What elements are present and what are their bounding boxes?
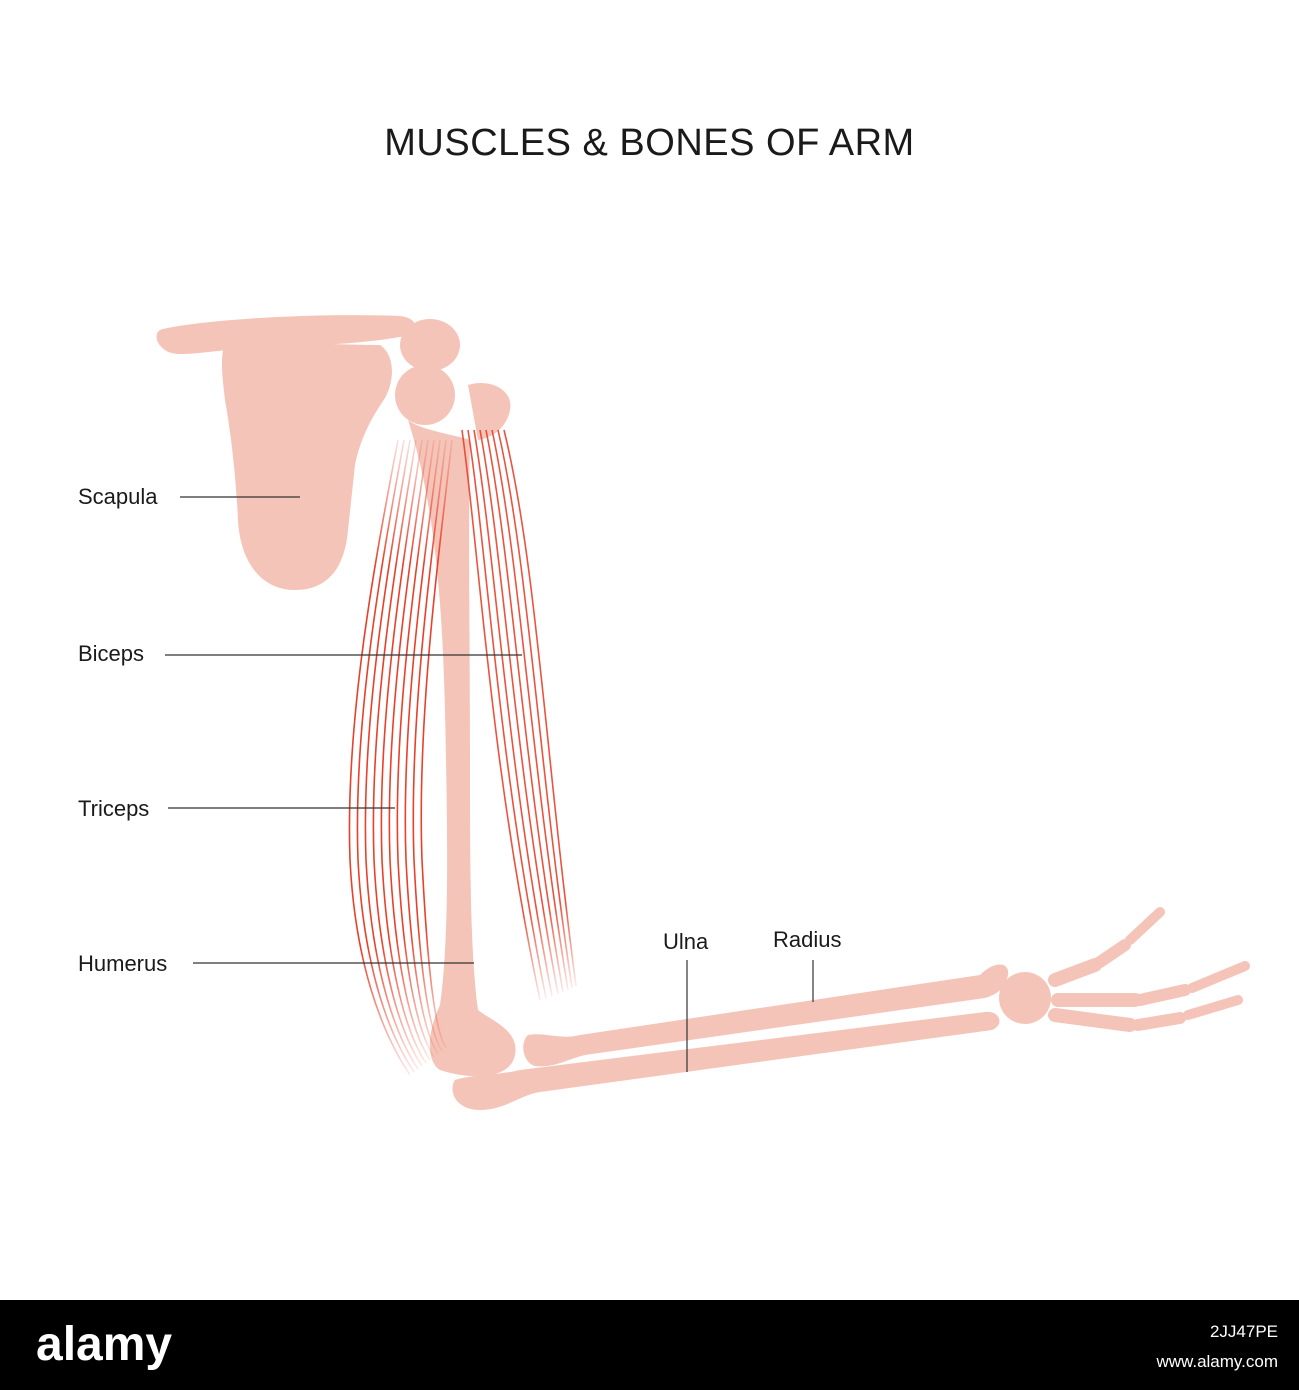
biceps-muscle: [461, 429, 577, 1001]
watermark-footer: alamy 2JJ47PE www.alamy.com: [0, 1300, 1299, 1390]
stock-url: www.alamy.com: [1156, 1352, 1278, 1371]
biceps-label: Biceps: [78, 641, 145, 666]
diagram-title: MUSCLES & BONES OF ARM: [384, 122, 915, 164]
svg-text:alamy: alamy: [36, 1318, 172, 1370]
ulna-label: Ulna: [663, 929, 709, 954]
hand-bones: [999, 907, 1250, 1032]
humerus-label: Humerus: [78, 951, 168, 976]
arm-illustration: [156, 315, 1250, 1110]
radius-label: Radius: [773, 927, 842, 952]
arm-anatomy-diagram: MUSCLES & BONES OF ARM Scapula Biceps Tr…: [78, 122, 1250, 1110]
image-id: 2JJ47PE: [1209, 1322, 1278, 1341]
ulna-bone: [452, 1011, 1000, 1110]
humerus-bone: [395, 365, 516, 1077]
radius-bone: [523, 964, 1009, 1067]
triceps-muscle: [348, 439, 453, 1076]
scapula-label: Scapula: [78, 484, 158, 509]
triceps-label: Triceps: [78, 796, 150, 821]
scapula-bone: [156, 315, 460, 590]
brand-wordmark: alamy: [36, 1318, 172, 1370]
